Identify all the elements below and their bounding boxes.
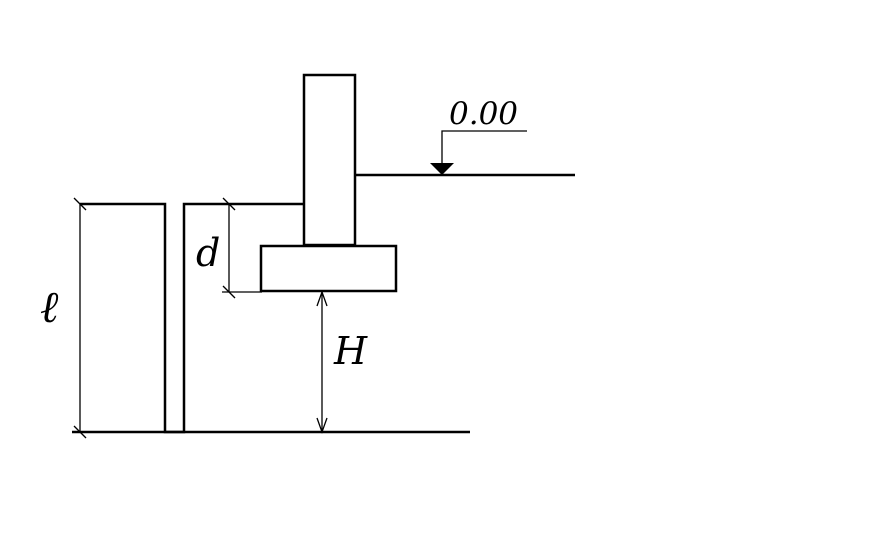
footing xyxy=(259,244,398,293)
dim-h-label: H xyxy=(333,329,368,373)
trench-slot xyxy=(80,202,303,434)
dim-l-tick-bottom xyxy=(73,425,87,439)
dimension-l: ℓ xyxy=(40,197,87,439)
dim-h-arrow-top xyxy=(316,290,328,307)
dim-l-label: ℓ xyxy=(40,282,59,333)
level-label: 0.00 xyxy=(449,96,518,132)
dim-d-tick-bottom xyxy=(222,285,236,299)
level-marker: 0.00 xyxy=(430,96,527,175)
dimension-d: d xyxy=(196,197,262,299)
level-triangle-icon xyxy=(430,163,454,175)
level-leader-line xyxy=(441,130,527,175)
dim-l-tick-top xyxy=(73,197,87,211)
column xyxy=(302,73,357,247)
dim-h-arrow-bottom xyxy=(316,417,328,434)
dim-d-label: d xyxy=(196,231,220,275)
dim-d-tick-top xyxy=(222,197,236,211)
dimension-h: H xyxy=(316,290,368,434)
